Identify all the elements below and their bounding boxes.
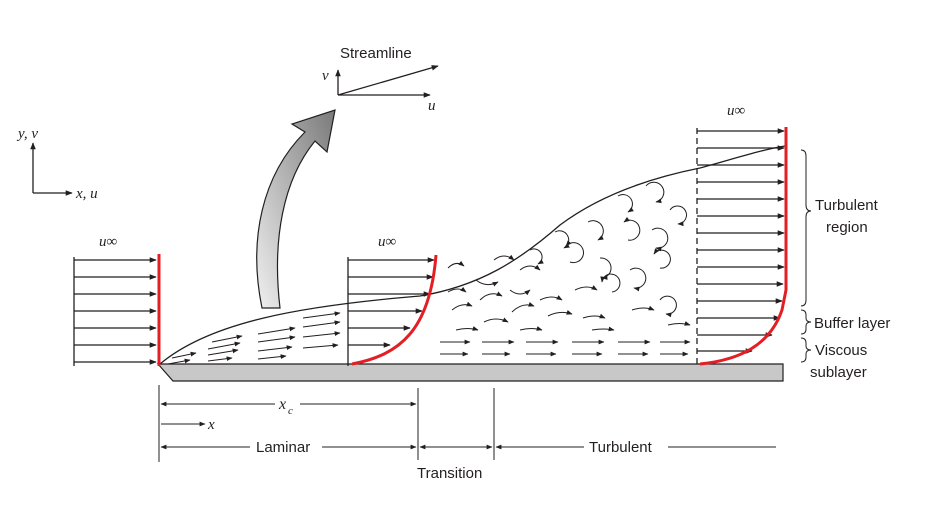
viscous-sublayer-brace [800,337,812,363]
streamline-label: Streamline [340,45,412,62]
near-wall-arrows [440,339,691,357]
buffer-layer-label: Buffer layer [814,315,890,332]
region-braces: Turbulent region Buffer layer Viscous su… [800,149,890,381]
laminar-flow-arrows [167,311,341,365]
streamline-inset: Streamline v u [322,45,439,114]
x-axis-label: x, u [75,186,98,202]
coordinate-axes: y, v x, u [16,126,98,202]
inset-v-label: v [322,68,329,84]
turbulent-label: Turbulent [589,439,653,456]
xc-subscript: c [288,405,293,417]
zoom-curved-arrow [256,109,336,309]
profile-2-red [351,254,438,366]
transition-label: Transition [417,465,482,482]
turbulent-profile: u∞ [696,103,788,366]
profile-3-red [699,127,788,366]
inset-u-label: u [428,98,436,114]
turbulent-region-label-line2: region [826,219,868,236]
u-inf-label-2: u∞ [378,234,397,250]
laminar-profile: u∞ [347,234,438,366]
flat-plate [156,363,784,382]
inset-streamline-vector [337,65,439,96]
u-inf-label-1: u∞ [99,234,118,250]
turbulent-region-label-line1: Turbulent [815,197,879,214]
leading-edge-profile: u∞ [73,234,161,366]
turbulent-region-brace [800,149,812,307]
dimension-lines: x c x Laminar Transition Turbulent [158,385,776,482]
xc-label: x [278,396,286,413]
buffer-layer-brace [800,309,812,335]
turbulent-eddies [447,181,691,332]
y-axis-label: y, v [16,126,38,142]
laminar-label: Laminar [256,439,310,456]
viscous-sublayer-label-line2: sublayer [810,364,867,381]
boundary-layer-edge [159,145,786,365]
x-label: x [207,417,215,433]
viscous-sublayer-label-line1: Viscous [815,342,867,359]
u-inf-label-3: u∞ [727,103,746,119]
